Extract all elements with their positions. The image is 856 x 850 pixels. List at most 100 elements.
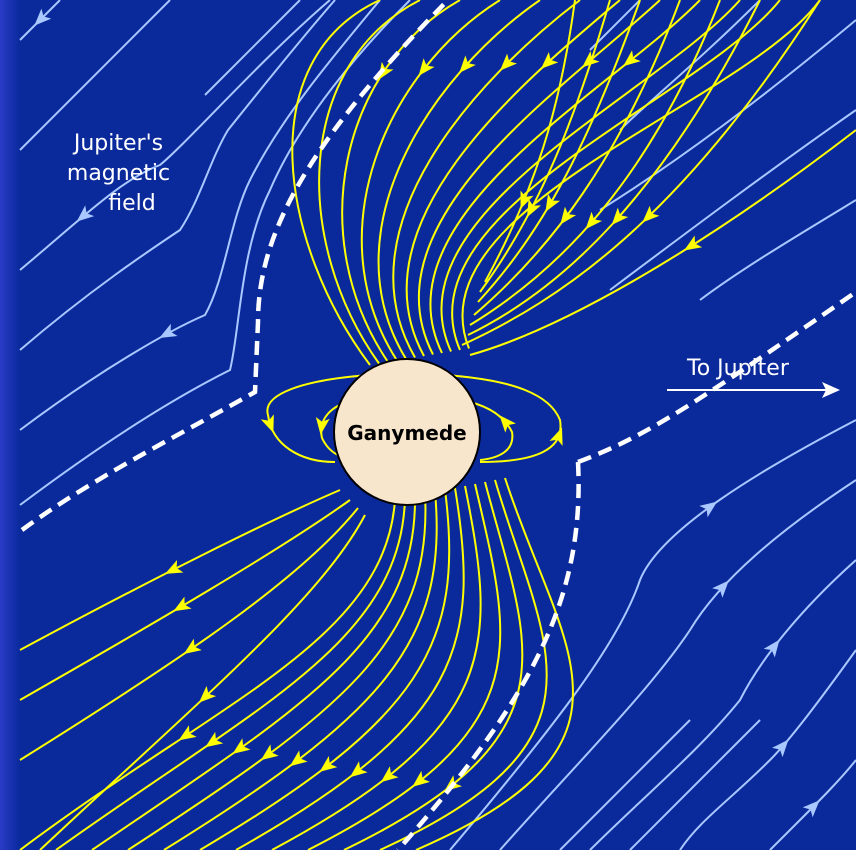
arrowhead-icon — [319, 755, 338, 772]
jupiter-field-line — [629, 719, 761, 850]
ganymede-open-field-line — [360, 0, 501, 362]
arrowhead-icon — [260, 744, 279, 761]
ganymede-open-field-line — [291, 0, 381, 366]
arrowhead-icon — [349, 761, 368, 778]
ganymede-open-field-line — [461, 0, 821, 346]
ganymede-open-field-line — [451, 0, 781, 351]
arrowhead-icon — [545, 193, 561, 212]
arrowhead-icon — [459, 55, 476, 73]
arrowhead-icon — [183, 638, 202, 655]
arrowhead-icon — [34, 8, 52, 26]
ganymede-open-field-line — [405, 0, 621, 357]
arrowhead-icon — [500, 53, 518, 71]
right-arrow-icon — [667, 382, 840, 398]
ganymede-field-lines — [19, 0, 856, 850]
arrowhead-icon — [763, 639, 780, 658]
ganymede-open-field-line — [429, 0, 701, 354]
arrowhead-icon — [611, 207, 629, 225]
jupiter-field-line — [19, 0, 171, 151]
jupiter-field-line — [769, 759, 856, 850]
arrowhead-icon — [684, 235, 703, 251]
ganymede-open-field-line — [19, 499, 396, 850]
arrowhead-icon — [499, 415, 516, 433]
arrowhead-icon — [541, 52, 559, 69]
jupiter-field-line — [19, 0, 381, 431]
arrowhead-icon — [772, 739, 789, 758]
ganymede-open-field-line — [415, 477, 574, 850]
ganymede-label: Ganymede — [347, 421, 466, 445]
ganymede-open-field-line — [469, 0, 721, 326]
to-jupiter-label: To Jupiter — [686, 356, 790, 381]
left-edge-band — [0, 0, 20, 850]
arrowhead-icon — [560, 206, 577, 225]
ganymede-open-field-line — [377, 0, 541, 360]
jupiter-field-line — [204, 0, 301, 96]
ganymede-open-field-line — [235, 487, 465, 850]
jupiter-field-line — [449, 419, 856, 850]
jupiter-field-line — [589, 559, 856, 850]
arrowhead-icon — [76, 205, 95, 222]
jupiter-field-line — [599, 19, 856, 211]
ganymede-open-field-line — [307, 483, 502, 850]
arrowhead-icon — [712, 580, 729, 598]
jupiter-field-line — [499, 479, 856, 850]
arrowhead-icon — [520, 190, 534, 209]
arrowhead-icon — [380, 766, 399, 783]
ganymede-open-field-line — [469, 129, 856, 356]
jupiter-field-line — [609, 109, 856, 291]
jupiter-field-line — [589, 0, 641, 51]
ganymede-open-field-line — [199, 489, 451, 850]
arrowhead-icon — [585, 211, 603, 230]
jupiter-field-line — [19, 0, 336, 351]
arrowhead-icon — [165, 559, 184, 574]
ganymede-open-field-line — [163, 491, 438, 850]
magnetopause-lower — [577, 290, 856, 465]
arrowhead-icon — [623, 50, 641, 67]
ganymede-closed-field-line — [459, 399, 514, 461]
arrowhead-icon — [173, 596, 192, 612]
magnetopause-boundary — [20, 0, 856, 850]
ganymede-open-field-line — [473, 0, 681, 316]
jupiter-field-line — [699, 199, 856, 301]
jupiter-field-label-line2: magnetic — [67, 161, 170, 186]
jupiter-field-label-line1: Jupiter's — [72, 131, 163, 156]
arrowhead-icon — [198, 685, 217, 703]
magnetopause-upper — [20, 0, 450, 532]
arrowhead-icon — [582, 51, 600, 68]
arrowhead-icon — [232, 738, 251, 754]
ganymede-open-field-line — [271, 485, 482, 850]
arrowhead-icon — [549, 427, 563, 446]
ganymede-open-field-line — [417, 0, 661, 355]
jupiter-field-line — [19, 0, 411, 506]
arrowhead-icon — [642, 205, 660, 223]
magnetopause-lower-tail — [396, 461, 581, 850]
ganymede-open-field-line — [19, 489, 341, 651]
ganymede-open-field-line — [343, 481, 524, 850]
arrowhead-icon — [289, 750, 308, 767]
arrowhead-icon — [418, 58, 435, 76]
ganymede-open-field-line — [341, 0, 461, 363]
arrowhead-icon — [527, 198, 542, 218]
ganymede-open-field-line — [392, 0, 581, 358]
ganymede-open-field-line — [461, 0, 821, 349]
jupiter-field-line — [619, 0, 761, 131]
ganymede-open-field-line — [55, 497, 406, 850]
jupiter-field-lines — [19, 0, 856, 850]
arrowhead-icon — [159, 323, 178, 339]
jupiter-field-line — [19, 0, 331, 271]
ganymede-open-field-line — [19, 499, 351, 701]
ganymede-open-field-line — [440, 0, 741, 352]
arrowhead-icon — [315, 416, 330, 435]
arrowhead-icon — [412, 770, 431, 787]
ganymede-open-field-line — [484, 0, 576, 283]
arrowhead-icon — [260, 414, 274, 433]
jupiter-field-line — [679, 649, 856, 850]
ganymede-closed-field-line — [266, 374, 371, 463]
ganymede-open-field-line — [19, 507, 359, 761]
ganymede-open-field-line — [91, 495, 417, 850]
field-direction-arrows — [34, 8, 820, 818]
arrowhead-icon — [205, 731, 224, 748]
jupiter-field-label: Jupiter's magnetic field — [67, 131, 177, 216]
ganymede-open-field-line — [318, 0, 421, 365]
